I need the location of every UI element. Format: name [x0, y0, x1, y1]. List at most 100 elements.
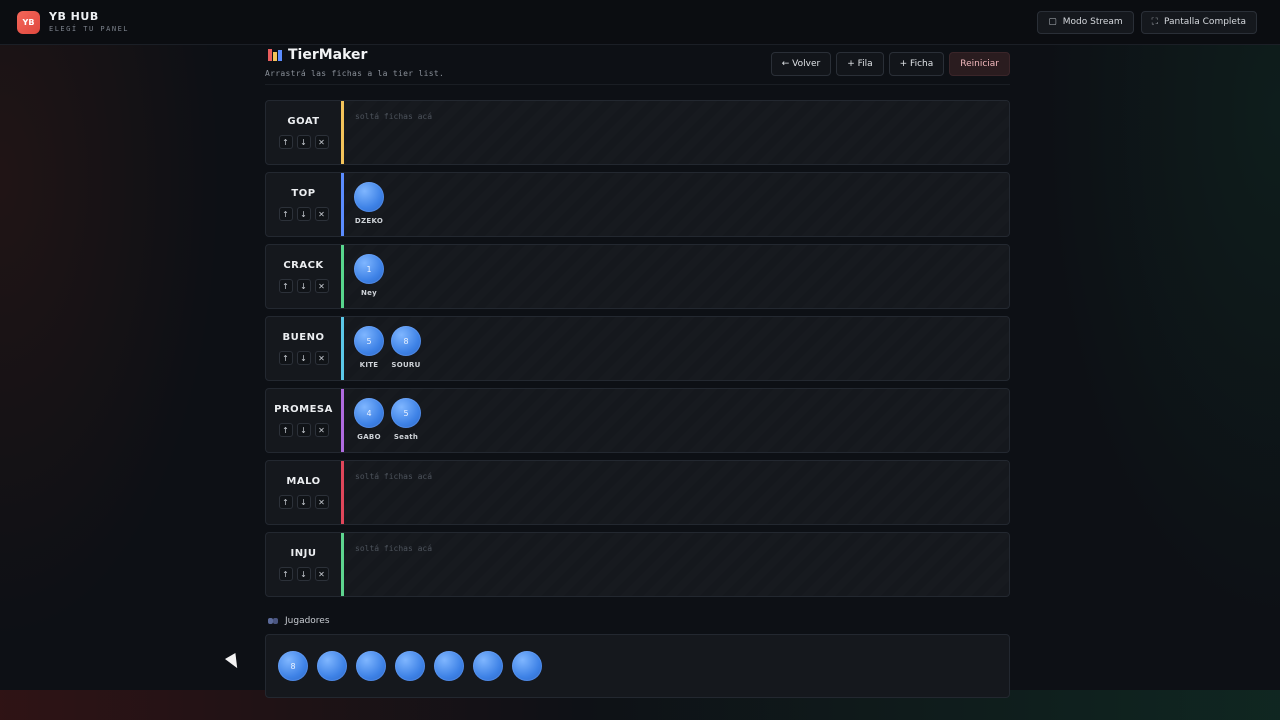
fullscreen-label: Pantalla Completa: [1163, 17, 1246, 27]
chip-label: DZEKO: [354, 217, 384, 225]
chip-avatar: 5: [354, 326, 384, 356]
stream-mode-button[interactable]: ▢ Modo Stream: [1037, 10, 1134, 34]
back-button[interactable]: ← Volver: [770, 52, 832, 76]
player-pool[interactable]: 8: [265, 634, 1010, 698]
move-up-button[interactable]: ↑: [278, 135, 293, 149]
drop-placeholder: soltá fichas acá: [355, 544, 433, 553]
brand-title: YB HUB: [49, 10, 99, 23]
player-chip[interactable]: [356, 651, 386, 681]
page-header: TierMaker Arrastrá las fichas a la tier …: [265, 45, 1010, 85]
chip-avatar: [356, 651, 386, 681]
brand-logo: YB: [17, 10, 40, 34]
move-down-button[interactable]: ↓: [296, 351, 311, 365]
player-chip[interactable]: [512, 651, 542, 681]
tier-name: MALO: [286, 476, 321, 487]
brand[interactable]: YB YB HUB ELEGÍ TU PANEL: [17, 10, 130, 34]
chip-avatar: 1: [354, 254, 384, 284]
tier-label: CRACK ↑↓✕: [266, 245, 344, 308]
reset-button[interactable]: Reiniciar: [949, 52, 1010, 76]
chip-label: Ney: [360, 289, 378, 297]
remove-tier-button[interactable]: ✕: [314, 495, 329, 509]
tier-drop-zone[interactable]: soltá fichas acá: [344, 533, 1009, 596]
tier-drop-zone[interactable]: soltá fichas acá: [344, 461, 1009, 524]
fullscreen-button[interactable]: ⛶ Pantalla Completa: [1140, 10, 1257, 34]
chip-label: Seath: [393, 433, 419, 441]
tier-name: INJU: [290, 548, 317, 559]
chip-avatar: 4: [354, 398, 384, 428]
add-chip-button[interactable]: + Ficha: [888, 52, 945, 76]
player-chip[interactable]: [434, 651, 464, 681]
tier-label: GOAT ↑↓✕: [266, 101, 344, 164]
move-down-button[interactable]: ↓: [296, 423, 311, 437]
top-actions: ▢ Modo Stream ⛶ Pantalla Completa: [1037, 10, 1257, 34]
move-up-button[interactable]: ↑: [278, 423, 293, 437]
player-chip[interactable]: 8: [278, 651, 308, 681]
tier-drop-zone[interactable]: DZEKO: [344, 173, 1009, 236]
move-up-button[interactable]: ↑: [278, 495, 293, 509]
chip-avatar: [317, 651, 347, 681]
chip-avatar: 8: [391, 326, 421, 356]
chip-avatar: [395, 651, 425, 681]
page-title: TierMaker: [288, 47, 368, 63]
remove-tier-button[interactable]: ✕: [314, 279, 329, 293]
remove-tier-button[interactable]: ✕: [314, 567, 329, 581]
tier-name: TOP: [291, 188, 316, 199]
remove-tier-button[interactable]: ✕: [314, 351, 329, 365]
users-icon: [268, 617, 279, 625]
move-down-button[interactable]: ↓: [296, 495, 311, 509]
tier-name: BUENO: [282, 332, 325, 343]
move-up-button[interactable]: ↑: [278, 279, 293, 293]
tier-name: GOAT: [287, 116, 320, 127]
remove-tier-button[interactable]: ✕: [314, 423, 329, 437]
tier-row: MALO ↑↓✕ soltá fichas acá: [265, 460, 1010, 525]
move-up-button[interactable]: ↑: [278, 207, 293, 221]
player-chip[interactable]: [473, 651, 503, 681]
tier-row: INJU ↑↓✕ soltá fichas acá: [265, 532, 1010, 597]
chip-avatar: [512, 651, 542, 681]
tier-name: PROMESA: [274, 404, 333, 415]
tier-name: CRACK: [283, 260, 324, 271]
tier-label: INJU ↑↓✕: [266, 533, 344, 596]
drop-placeholder: soltá fichas acá: [355, 112, 433, 121]
pool-title: Jugadores: [285, 616, 330, 626]
add-row-button[interactable]: + Fila: [836, 52, 884, 76]
chip-avatar: [354, 182, 384, 212]
move-down-button[interactable]: ↓: [296, 135, 311, 149]
move-down-button[interactable]: ↓: [296, 567, 311, 581]
move-down-button[interactable]: ↓: [296, 279, 311, 293]
drop-placeholder: soltá fichas acá: [355, 472, 433, 481]
chip-avatar: 5: [391, 398, 421, 428]
chip-avatar: [434, 651, 464, 681]
move-up-button[interactable]: ↑: [278, 351, 293, 365]
tier-chart-icon: [268, 49, 282, 61]
chip-label: SOURU: [391, 361, 421, 369]
mouse-cursor: [225, 653, 243, 672]
tier-drop-zone[interactable]: soltá fichas acá: [344, 101, 1009, 164]
player-chip[interactable]: [395, 651, 425, 681]
tier-label: PROMESA ↑↓✕: [266, 389, 344, 452]
remove-tier-button[interactable]: ✕: [314, 135, 329, 149]
remove-tier-button[interactable]: ✕: [314, 207, 329, 221]
player-chip[interactable]: DZEKO: [354, 182, 384, 225]
chip-avatar: [473, 651, 503, 681]
move-up-button[interactable]: ↑: [278, 567, 293, 581]
move-down-button[interactable]: ↓: [296, 207, 311, 221]
player-chip[interactable]: [317, 651, 347, 681]
chip-avatar: 8: [278, 651, 308, 681]
brand-subtitle: ELEGÍ TU PANEL: [49, 25, 130, 33]
main-content: TierMaker Arrastrá las fichas a la tier …: [265, 45, 1010, 698]
top-bar: YB YB HUB ELEGÍ TU PANEL ▢ Modo Stream ⛶…: [0, 0, 1280, 45]
camera-icon: ▢: [1048, 17, 1057, 27]
